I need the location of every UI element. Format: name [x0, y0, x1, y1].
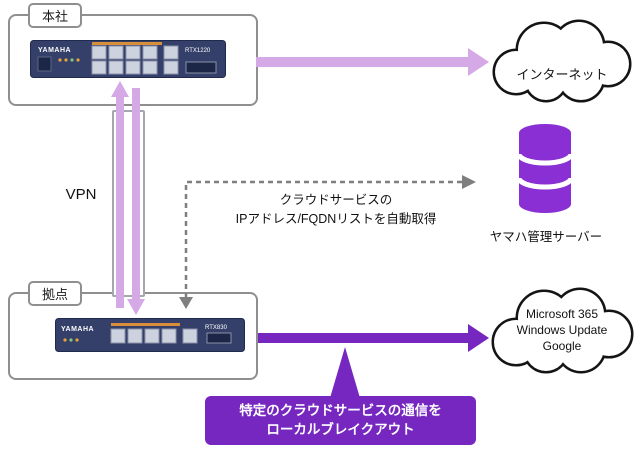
ethernet-port	[163, 45, 179, 60]
fqdn-note-line2: IPアドレス/FQDNリストを自動取得	[235, 211, 437, 226]
fqdn-note-line1: クラウドサービスの	[279, 193, 393, 207]
led-indicator	[58, 58, 62, 62]
cloud-services-labels: Microsoft 365 Windows Update Google	[486, 307, 638, 354]
hq-to-internet-arrow	[256, 48, 489, 76]
ethernet-port	[108, 60, 124, 75]
arrow-shaft	[256, 57, 470, 67]
internet-cloud: インターネット	[486, 12, 638, 108]
port-label-strip	[92, 42, 162, 45]
hq-label: 本社	[28, 3, 83, 28]
service-name: Microsoft 365	[525, 307, 599, 321]
callout-pointer	[330, 347, 360, 398]
database-body	[519, 133, 571, 213]
ethernet-port	[144, 328, 160, 344]
ethernet-port	[125, 60, 141, 75]
console-port	[37, 56, 52, 72]
cloud-icon	[492, 19, 632, 103]
wan-port	[182, 328, 198, 344]
led-indicator	[64, 58, 68, 62]
router-model-label: RTX1220	[185, 48, 211, 54]
led-indicator	[75, 338, 79, 342]
ethernet-port	[142, 45, 158, 60]
port-label-strip	[111, 323, 180, 326]
branch-router-device: YAMAHA RTX830	[55, 318, 245, 352]
ethernet-port	[91, 45, 107, 60]
service-name: Windows Update	[516, 322, 608, 337]
ethernet-port	[91, 60, 107, 75]
ethernet-port	[163, 60, 179, 75]
router-model-label: RTX830	[205, 325, 228, 331]
ethernet-port	[142, 60, 158, 75]
sfp-slot	[185, 61, 217, 74]
yamaha-logo: YAMAHA	[38, 47, 71, 54]
ethernet-port	[161, 328, 177, 344]
arrow-shaft	[258, 333, 470, 343]
vpn-label: VPN	[65, 186, 97, 203]
arrow-head	[462, 175, 476, 189]
internet-label: インターネット	[516, 67, 608, 82]
cloud-services-cloud: Microsoft 365 Windows Update Google	[486, 280, 638, 380]
ethernet-port	[110, 328, 126, 344]
led-indicator	[63, 338, 67, 342]
database-top	[519, 124, 571, 142]
ethernet-port-grid	[91, 45, 179, 75]
vpn-tunnel	[112, 110, 145, 297]
ethernet-port-row	[110, 328, 198, 344]
led-indicator	[70, 58, 74, 62]
local-breakout-callout: 特定のクラウドサービスの通信を ローカルブレイクアウト	[205, 396, 476, 445]
callout-line2: ローカルブレイクアウト	[266, 421, 415, 437]
branch-to-cloud-arrow	[258, 324, 489, 352]
yamaha-logo: YAMAHA	[61, 326, 94, 333]
service-name: Google	[542, 338, 582, 353]
database-icon	[516, 124, 574, 213]
database-separator	[516, 153, 574, 166]
cloud-icon	[491, 287, 634, 374]
ethernet-port	[127, 328, 143, 344]
ethernet-port	[125, 45, 141, 60]
database-separator	[516, 177, 574, 190]
fqdn-note: クラウドサービスの IPアドレス/FQDNリストを自動取得	[195, 191, 477, 229]
sfp-slot	[206, 332, 232, 344]
branch-label: 拠点	[28, 281, 83, 306]
led-indicator	[76, 58, 80, 62]
led-indicator	[69, 338, 73, 342]
management-server-label: ヤマハ管理サーバー	[489, 230, 603, 244]
callout-line1: 特定のクラウドサービスの通信を	[239, 402, 442, 418]
ethernet-port	[108, 45, 124, 60]
hq-router-device: YAMAHA RTX1220	[30, 40, 226, 78]
